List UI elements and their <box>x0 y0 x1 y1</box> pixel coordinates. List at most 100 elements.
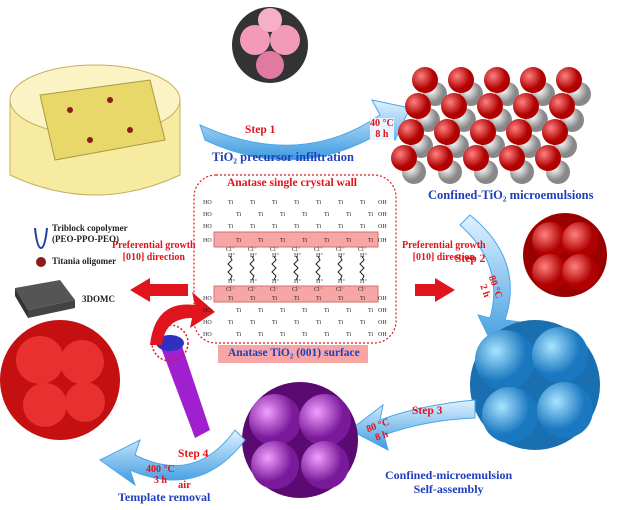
titanium-label: Ti <box>228 296 234 302</box>
microemulsion-droplet <box>542 119 568 145</box>
titanium-label: Ti <box>258 308 264 314</box>
titanium-label: Ti <box>236 332 242 338</box>
microemulsion-droplet <box>405 93 431 119</box>
titanium-label: Ti <box>228 320 234 326</box>
legend-copolymer-line1: Triblock copolymer <box>52 223 128 233</box>
hydroxyl-label: HO <box>203 320 212 326</box>
step1-label: Step 1 <box>245 124 276 136</box>
hydroxyl-label: OH <box>378 320 387 326</box>
titanium-label: Ti <box>250 320 256 326</box>
microemulsion-droplet <box>448 67 474 93</box>
titanium-label: Ti <box>368 238 374 244</box>
growth-arrow-left <box>130 278 188 302</box>
crystal-surface-label: Anatase TiO₂ (001) surface <box>228 347 360 359</box>
copolymer-chain <box>271 255 277 281</box>
hydroxyl-label: OH <box>378 308 387 314</box>
titanium-label: Ti <box>346 332 352 338</box>
titanium-label: Ti <box>368 212 374 218</box>
legend-copolymer: Triblock copolymer(PEO-PPO-PEO) <box>52 223 128 245</box>
titanium-label: Ti <box>280 212 286 218</box>
microemulsion-droplet <box>556 67 582 93</box>
3domc-icon <box>15 280 75 318</box>
chloride-label: Cl⁻ <box>358 287 367 293</box>
chloride-label: Cl⁻ <box>270 287 279 293</box>
copolymer-chain <box>359 255 365 281</box>
chloride-label: Cl⁻ <box>336 247 345 253</box>
titanium-label: Ti <box>316 224 322 230</box>
hydroxyl-label: OH <box>378 296 387 302</box>
microemulsion-droplet <box>441 93 467 119</box>
proton-label: H⁺ <box>338 253 346 259</box>
titanium-label: Ti <box>280 332 286 338</box>
growth-line2: [010] direction <box>122 252 185 263</box>
titanium-label: Ti <box>280 238 286 244</box>
titanium-label: Ti <box>258 212 264 218</box>
step3-label: Step 3 <box>412 405 443 417</box>
titanium-label: Ti <box>294 200 300 206</box>
titanium-label: Ti <box>338 296 344 302</box>
titanium-label: Ti <box>258 238 264 244</box>
titanium-label: Ti <box>338 200 344 206</box>
microemulsion-droplet <box>506 119 532 145</box>
blue-assembly <box>470 320 600 450</box>
chloride-label: Cl⁻ <box>248 247 257 253</box>
microemulsion-droplet <box>549 93 575 119</box>
titanium-label: Ti <box>302 332 308 338</box>
crystal-wall-label: Anatase single crystal wall <box>227 177 358 189</box>
proton-label: H⁺ <box>228 253 236 259</box>
chloride-label: Cl⁻ <box>358 247 367 253</box>
chloride-label: Cl⁻ <box>226 287 235 293</box>
copolymer-icon <box>34 227 48 250</box>
purple-assembly <box>242 382 358 498</box>
chloride-label: Cl⁻ <box>226 247 235 253</box>
copolymer-chain <box>249 255 255 281</box>
titanium-label: Ti <box>236 308 242 314</box>
hydroxyl-label: HO <box>203 212 212 218</box>
microemulsion-droplet <box>427 145 453 171</box>
microemulsion-droplet <box>477 93 503 119</box>
titanium-label: Ti <box>294 320 300 326</box>
titanium-label: Ti <box>272 200 278 206</box>
proton-label: H⁺ <box>250 279 258 285</box>
titanium-label: Ti <box>272 224 278 230</box>
step1-temp: 40 °C <box>370 118 394 129</box>
hydroxyl-label: OH <box>378 212 387 218</box>
titanium-label: Ti <box>360 224 366 230</box>
microemulsions-caption: Confined-TiO₂ microemulsions <box>428 188 594 202</box>
titanium-label: Ti <box>360 296 366 302</box>
confined-microemulsions-grid <box>391 67 591 184</box>
hydroxyl-label: HO <box>203 296 212 302</box>
proton-label: H⁺ <box>228 279 236 285</box>
titanium-label: Ti <box>250 296 256 302</box>
copolymer-chain <box>293 255 299 281</box>
microemulsion-droplet <box>513 93 539 119</box>
copolymer-chain <box>227 255 233 281</box>
titanium-label: Ti <box>316 200 322 206</box>
hydroxyl-label: OH <box>378 224 387 230</box>
step4-temp: 400 °C <box>146 464 175 475</box>
chloride-label: Cl⁻ <box>248 287 257 293</box>
titanium-label: Ti <box>368 332 374 338</box>
titanium-label: Ti <box>302 308 308 314</box>
self-assembly-line1: Confined-microemulsion <box>385 468 513 482</box>
proton-label: H⁺ <box>338 279 346 285</box>
chloride-label: Cl⁻ <box>292 287 301 293</box>
titanium-label: Ti <box>250 200 256 206</box>
proton-label: H⁺ <box>360 279 368 285</box>
titanium-label: Ti <box>338 224 344 230</box>
microemulsion-droplet <box>398 119 424 145</box>
proton-label: H⁺ <box>272 253 280 259</box>
hydroxyl-label: OH <box>378 238 387 244</box>
proton-label: H⁺ <box>294 253 302 259</box>
hydroxyl-label: HO <box>203 238 212 244</box>
template-unit-sphere <box>232 7 308 83</box>
titanium-label: Ti <box>346 308 352 314</box>
proton-label: H⁺ <box>272 279 280 285</box>
titanium-label: Ti <box>338 320 344 326</box>
titanium-label: Ti <box>324 308 330 314</box>
